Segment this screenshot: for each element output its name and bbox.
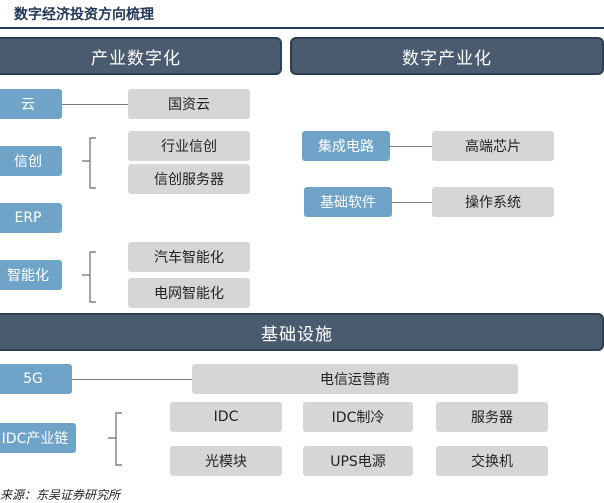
node-grid-smart: 电网智能化: [128, 278, 250, 308]
connector-line: [72, 379, 192, 380]
node-state-cloud: 国资云: [128, 89, 250, 119]
connector-line: [390, 146, 432, 147]
page-title: 数字经济投资方向梳理: [14, 7, 154, 23]
section-label: 产业数字化: [91, 48, 181, 69]
section-infrastructure: 基础设施: [0, 313, 604, 351]
node-idc-cooling: IDC制冷: [303, 402, 413, 432]
node-telecom-operator: 电信运营商: [192, 364, 518, 394]
node-high-end-chip: 高端芯片: [432, 131, 554, 161]
node-industry-xinchuang: 行业信创: [128, 131, 250, 161]
node-xinchuang-server: 信创服务器: [128, 164, 250, 194]
node-idc: IDC: [170, 402, 282, 432]
node-cloud: 云: [0, 89, 62, 119]
node-server: 服务器: [436, 402, 548, 432]
node-basic-software: 基础软件: [304, 187, 392, 217]
bracket-icon: [82, 137, 96, 189]
section-label: 基础设施: [261, 324, 333, 345]
connector-line: [392, 202, 432, 203]
section-industrial-digitalization: 产业数字化: [0, 37, 282, 75]
node-xinchuang: 信创: [0, 146, 62, 176]
node-optical-module: 光模块: [170, 446, 282, 476]
source-note: 来源：东吴证券研究所: [0, 488, 121, 502]
node-5g: 5G: [0, 364, 72, 394]
title-divider: [0, 27, 604, 29]
section-label: 数字产业化: [402, 48, 492, 69]
node-ups-power: UPS电源: [303, 446, 413, 476]
node-idc-chain: IDC产业链: [0, 423, 76, 453]
node-auto-smart: 汽车智能化: [128, 242, 250, 272]
bracket-icon: [82, 251, 96, 303]
connector-line: [62, 104, 128, 105]
bracket-icon: [108, 412, 122, 466]
node-switch: 交换机: [436, 446, 548, 476]
section-digital-industrialization: 数字产业化: [290, 37, 604, 75]
node-os: 操作系统: [432, 187, 554, 217]
node-erp: ERP: [0, 203, 62, 233]
node-ic: 集成电路: [302, 131, 390, 161]
node-smart: 智能化: [0, 260, 62, 290]
